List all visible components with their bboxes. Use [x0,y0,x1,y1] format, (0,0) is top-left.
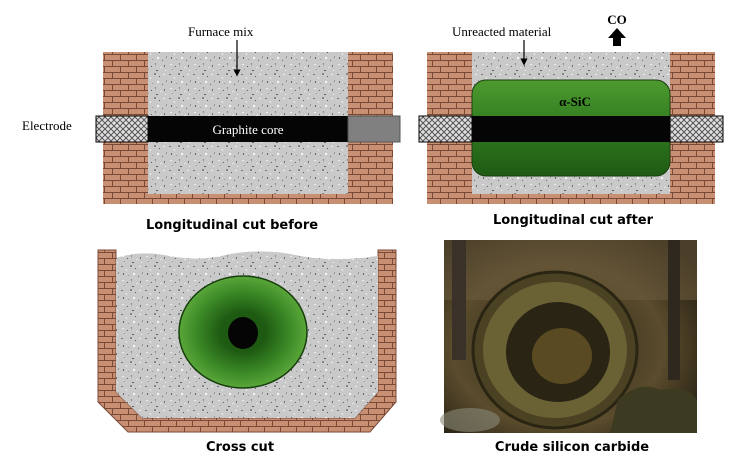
furnace-mix-label: Furnace mix [188,24,254,39]
bottom-brick-floor [103,194,393,204]
caption-cross-cut: Cross cut [206,440,274,455]
electrode-label: Electrode [22,118,72,133]
caption-crude-sic: Crude silicon carbide [495,440,649,455]
photo-pillar-left [452,240,466,360]
photo-sic-log-core [532,328,592,384]
graphite-core-label: Graphite core [212,122,283,137]
cross-cut-graphite-core [228,317,258,349]
photo-pillar-right [668,240,680,380]
photo-rubble [610,386,697,433]
caption-longitudinal-before: Longitudinal cut before [146,218,318,233]
electrode-left [95,115,149,143]
caption-longitudinal-after: Longitudinal cut after [493,213,654,228]
electrode-left-after [418,115,473,143]
co-label: CO [607,12,627,27]
panel-longitudinal-before: Graphite core Electrode Furnace mix Long… [22,24,401,233]
alpha-sic-label: α-SiC [559,94,591,109]
panel-crude-sic-photo: Crude silicon carbide [440,240,697,455]
graphite-core-after [472,116,670,142]
panel-longitudinal-after: α-SiC Unreacted material CO Longitudinal… [418,12,724,228]
electrode-right-after [669,115,724,143]
bottom-brick-floor-after [427,194,715,204]
unreacted-material-label: Unreacted material [452,24,552,39]
electrode-right [347,115,401,143]
graphite-core [148,116,348,142]
photo-floor-glow [440,408,500,432]
co-up-arrow-icon [608,28,626,46]
panel-cross-cut: Cross cut [97,249,397,455]
